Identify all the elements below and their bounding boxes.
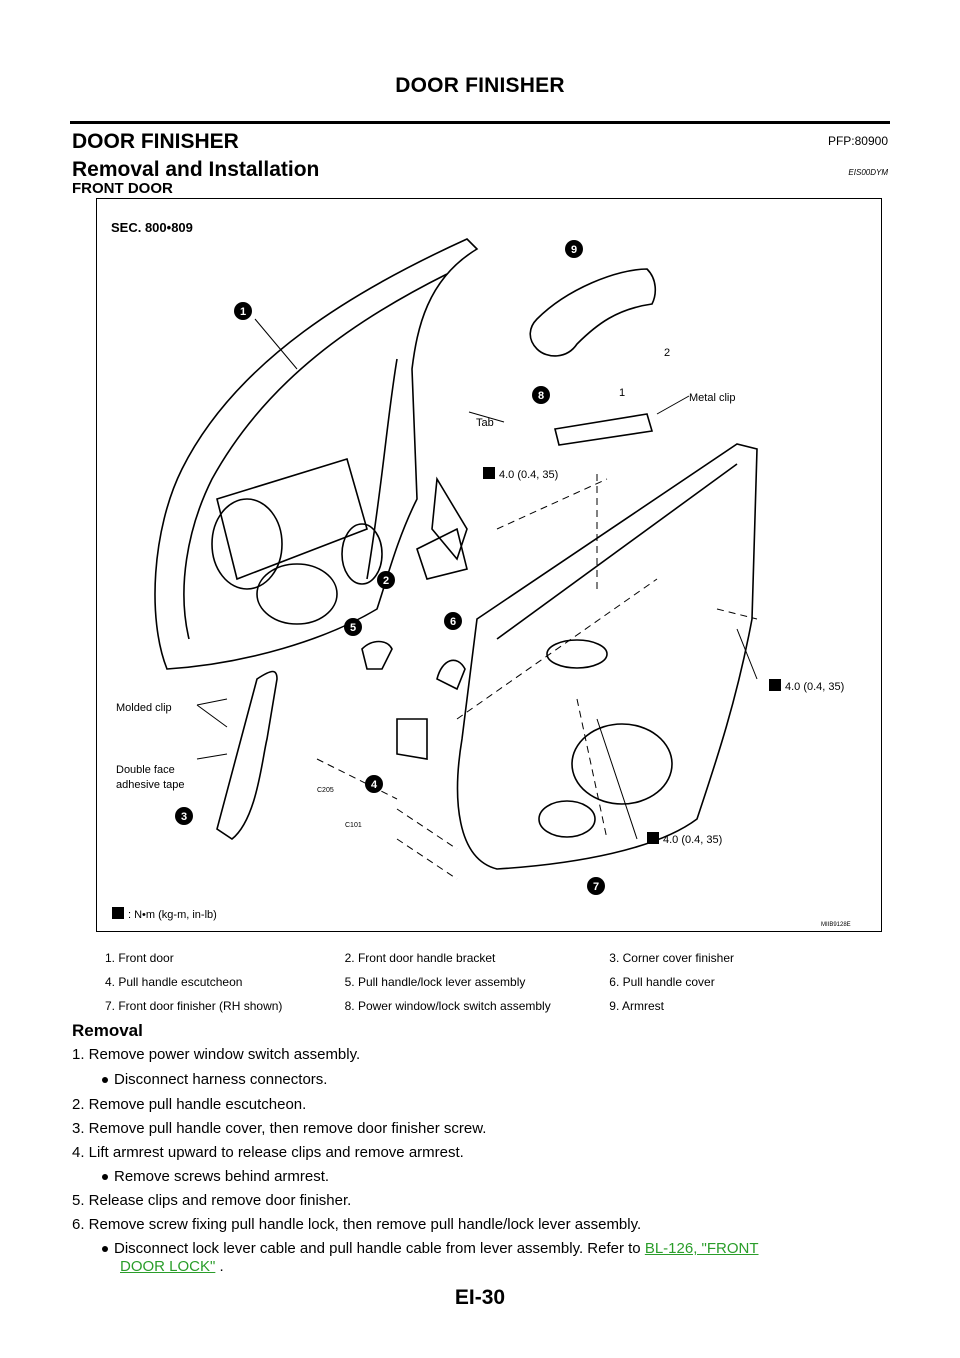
sec-label: SEC. 800•809 <box>111 220 193 235</box>
callout-1: 1 <box>240 306 246 318</box>
image-code: MIIB9128E <box>821 922 851 928</box>
reference-link-cont[interactable]: DOOR LOCK" <box>120 1258 216 1275</box>
bullet-item: Remove screws behind armrest. <box>102 1168 329 1185</box>
torque-icon <box>483 467 495 479</box>
bullet-icon <box>102 1077 108 1084</box>
legend-item: 1. Front door <box>105 951 174 965</box>
part-code: PFP:80900 <box>827 134 888 148</box>
armrest-outline <box>529 268 657 357</box>
header-rule <box>70 121 890 124</box>
page-number: EI-30 <box>454 1286 506 1309</box>
label-tab: Tab <box>476 417 494 429</box>
label-c101: C101 <box>345 822 362 829</box>
callout-3: 3 <box>181 811 187 823</box>
bullet-item: Disconnect harness connectors. <box>102 1071 327 1088</box>
torque-icon <box>769 679 781 691</box>
step-6: 6. Remove screw fixing pull handle lock,… <box>72 1216 642 1233</box>
callout-5: 5 <box>350 622 356 634</box>
legend-item: 8. Power window/lock switch assembly <box>344 999 551 1013</box>
corner-cover-outline <box>216 670 278 840</box>
bullet-text: Disconnect harness connectors. <box>114 1071 328 1088</box>
label-double-face-1: Double face <box>116 764 175 776</box>
subsection-title: Removal and Installation <box>72 158 320 181</box>
section-title: DOOR FINISHER <box>72 130 239 153</box>
callout-8: 8 <box>538 390 544 402</box>
label-torque-lower: 4.0 (0.4, 35) <box>663 834 722 846</box>
torque-icon <box>647 832 659 844</box>
label-metal-clip: Metal clip <box>689 392 735 404</box>
subheading-front-door: FRONT DOOR <box>72 180 173 197</box>
legend-item: 3. Corner cover finisher <box>609 951 735 965</box>
label-torque-upper: 4.0 (0.4, 35) <box>499 469 558 481</box>
label-molded-clip: Molded clip <box>116 702 172 714</box>
callout-9: 9 <box>571 244 577 256</box>
callout-4: 4 <box>371 779 378 791</box>
legend-item: 2. Front door handle bracket <box>344 951 496 965</box>
parts-legend: 1. Front door 2. Front door handle brack… <box>96 947 882 1019</box>
callout-7: 7 <box>593 881 599 893</box>
bullet-continuation: DOOR LOCK" . <box>120 1258 224 1275</box>
label-double-face-2: adhesive tape <box>116 779 185 791</box>
legend-item: 7. Front door finisher (RH shown) <box>105 999 283 1013</box>
door-finisher-outline <box>456 443 758 870</box>
bullet-text: Disconnect lock lever cable and pull han… <box>114 1240 641 1257</box>
step-1: 1. Remove power window switch assembly. <box>72 1046 361 1063</box>
bullet-icon <box>102 1246 108 1253</box>
legend-row: 1. Front door 2. Front door handle brack… <box>96 947 882 971</box>
step-2: 2. Remove pull handle escutcheon. <box>72 1096 307 1113</box>
step-4: 4. Lift armrest upward to release clips … <box>72 1144 464 1161</box>
legend-item: 5. Pull handle/lock lever assembly <box>344 975 526 989</box>
bullet-icon <box>102 1174 108 1181</box>
exploded-diagram: SEC. 800•809 Tab Metal clip 2 1 4.0 (0.4… <box>96 198 882 932</box>
page-header-title: DOOR FINISHER <box>395 74 565 97</box>
reference-link[interactable]: BL-126, "FRONT <box>644 1240 759 1257</box>
callout-2: 2 <box>383 575 389 587</box>
bullet-item: Disconnect lock lever cable and pull han… <box>102 1240 890 1257</box>
callout-6: 6 <box>450 616 456 628</box>
label-c205: C205 <box>317 787 334 794</box>
torque-icon <box>112 907 124 919</box>
step-3: 3. Remove pull handle cover, then remove… <box>72 1120 487 1137</box>
label-arrow-1: 1 <box>619 387 625 399</box>
removal-heading: Removal <box>72 1021 143 1040</box>
label-units: : N•m (kg-m, in-lb) <box>128 909 217 921</box>
legend-item: 6. Pull handle cover <box>609 975 715 989</box>
bullet-text: Remove screws behind armrest. <box>114 1168 330 1185</box>
label-torque-right: 4.0 (0.4, 35) <box>785 681 844 693</box>
doc-code: EIS00DYM <box>848 168 888 177</box>
legend-item: 4. Pull handle escutcheon <box>105 975 243 989</box>
front-door-outline <box>154 238 479 670</box>
legend-row: 4. Pull handle escutcheon 5. Pull handle… <box>96 971 882 995</box>
period: . <box>219 1258 224 1275</box>
label-arrow-2: 2 <box>664 347 670 359</box>
legend-item: 9. Armrest <box>609 999 664 1013</box>
legend-row: 7. Front door finisher (RH shown) 8. Pow… <box>96 995 882 1019</box>
step-5: 5. Release clips and remove door finishe… <box>72 1192 352 1209</box>
